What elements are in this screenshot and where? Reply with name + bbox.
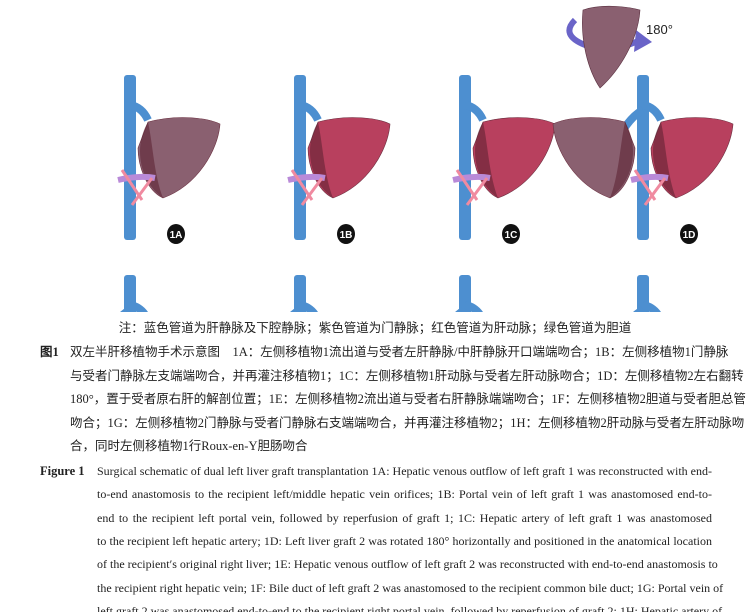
liver-graft-1-cut-surface bbox=[140, 122, 163, 198]
panel-1h: 1H bbox=[633, 275, 661, 312]
hepatic-vein-right bbox=[455, 306, 467, 312]
liver-graft-2 bbox=[552, 117, 636, 199]
caption-line: 与受者门静脉左支端端吻合，并再灌注移植物1；1C：左侧移植物1肝动脉与受者左肝动… bbox=[70, 368, 744, 383]
liver-graft-1-cut-surface bbox=[310, 122, 333, 198]
panel-1d: 1D bbox=[552, 75, 734, 244]
panel-1g: 1G bbox=[455, 275, 483, 312]
hepatic-vein bbox=[129, 301, 148, 312]
caption-line: of the recipient′s original right liver;… bbox=[97, 557, 718, 572]
hepatic-vein bbox=[129, 101, 152, 122]
panel-1b: 1B bbox=[287, 75, 391, 244]
panel-label: 1D bbox=[683, 230, 696, 241]
portal-vein bbox=[117, 173, 156, 183]
caption-cn-label: 图1 bbox=[40, 345, 59, 359]
liver-graft-2-rotating bbox=[582, 5, 641, 89]
caption-line: left graft 2 was anastomosed end-to-end … bbox=[97, 603, 723, 612]
caption-line: 合，同时左侧移植物1行Roux-en-Y胆肠吻合 bbox=[70, 439, 308, 453]
hepatic-vein bbox=[464, 101, 487, 122]
vena-cava bbox=[124, 75, 136, 240]
panel-label: 1A bbox=[170, 230, 183, 241]
hepatic-vein-right bbox=[290, 306, 302, 312]
caption-line: to-end anastomosis to the recipient left… bbox=[97, 487, 712, 502]
figure-note: 注：蓝色管道为肝静脉及下腔静脉；紫色管道为门静脉；红色管道为肝动脉；绿色管道为胆… bbox=[118, 321, 632, 335]
panel-label: 1B bbox=[340, 230, 353, 241]
vena-cava bbox=[459, 75, 471, 240]
portal-vein bbox=[287, 173, 326, 183]
portal-vein bbox=[452, 173, 491, 183]
surgical-schematic-figure: 1A 1B 1C 1D 1E 1F 1G 1H 180° bbox=[117, 5, 734, 312]
hepatic-vein bbox=[642, 101, 665, 122]
hepatic-artery bbox=[633, 169, 667, 206]
caption-line: 双左半肝移植物手术示意图 1A：左侧移植物1流出道与受者左肝静脉/中肝静脉开口端… bbox=[70, 345, 729, 359]
rotation-inset: 180° bbox=[566, 5, 673, 89]
panel-1f: 1F bbox=[290, 275, 318, 312]
hepatic-vein-right bbox=[633, 306, 645, 312]
liver-graft-1-cut-surface bbox=[653, 122, 676, 198]
hepatic-vein bbox=[299, 101, 322, 122]
caption-en-label: Figure 1 bbox=[40, 464, 85, 478]
vena-cava bbox=[637, 75, 649, 240]
caption-line: the recipient right hepatic vein; 1F: Bi… bbox=[97, 580, 724, 595]
panel-label-badge bbox=[680, 224, 698, 244]
caption-line: to the recipient left hepatic artery; 1D… bbox=[97, 533, 712, 548]
caption-line: 180°，置于受者原右肝的解剖位置；1E：左侧移植物2流出道与受者右肝静脉端端吻… bbox=[70, 392, 746, 406]
hepatic-artery bbox=[290, 169, 324, 206]
panel-1e: 1E bbox=[120, 275, 148, 312]
hepatic-artery bbox=[455, 169, 489, 206]
hepatic-vein bbox=[299, 301, 318, 312]
vena-cava bbox=[294, 75, 306, 240]
caption-line: end to the recipient left portal vein, f… bbox=[97, 510, 712, 525]
caption-line: 吻合；1G：左侧移植物2门静脉与受者门静脉右支端端吻合，并再灌注移植物2；1H：… bbox=[70, 415, 745, 430]
hepatic-artery bbox=[120, 169, 154, 206]
panel-1a: 1A bbox=[117, 75, 221, 244]
rotate-arrow-head-icon bbox=[634, 30, 652, 52]
liver-graft-2-cut-surface bbox=[610, 122, 633, 198]
hepatic-vein bbox=[642, 301, 661, 312]
liver-graft-1-cut-surface bbox=[475, 122, 498, 198]
panel-label-badge bbox=[167, 224, 185, 244]
hepatic-vein bbox=[464, 301, 483, 312]
panel-label: 1C bbox=[505, 230, 518, 241]
panel-label-badge bbox=[337, 224, 355, 244]
panel-1c: 1C bbox=[452, 75, 556, 244]
caption-line: Surgical schematic of dual left liver gr… bbox=[97, 464, 712, 478]
hepatic-vein-right bbox=[120, 306, 132, 312]
rotation-label: 180° bbox=[646, 22, 673, 37]
portal-vein bbox=[630, 173, 669, 183]
panel-label-badge bbox=[502, 224, 520, 244]
